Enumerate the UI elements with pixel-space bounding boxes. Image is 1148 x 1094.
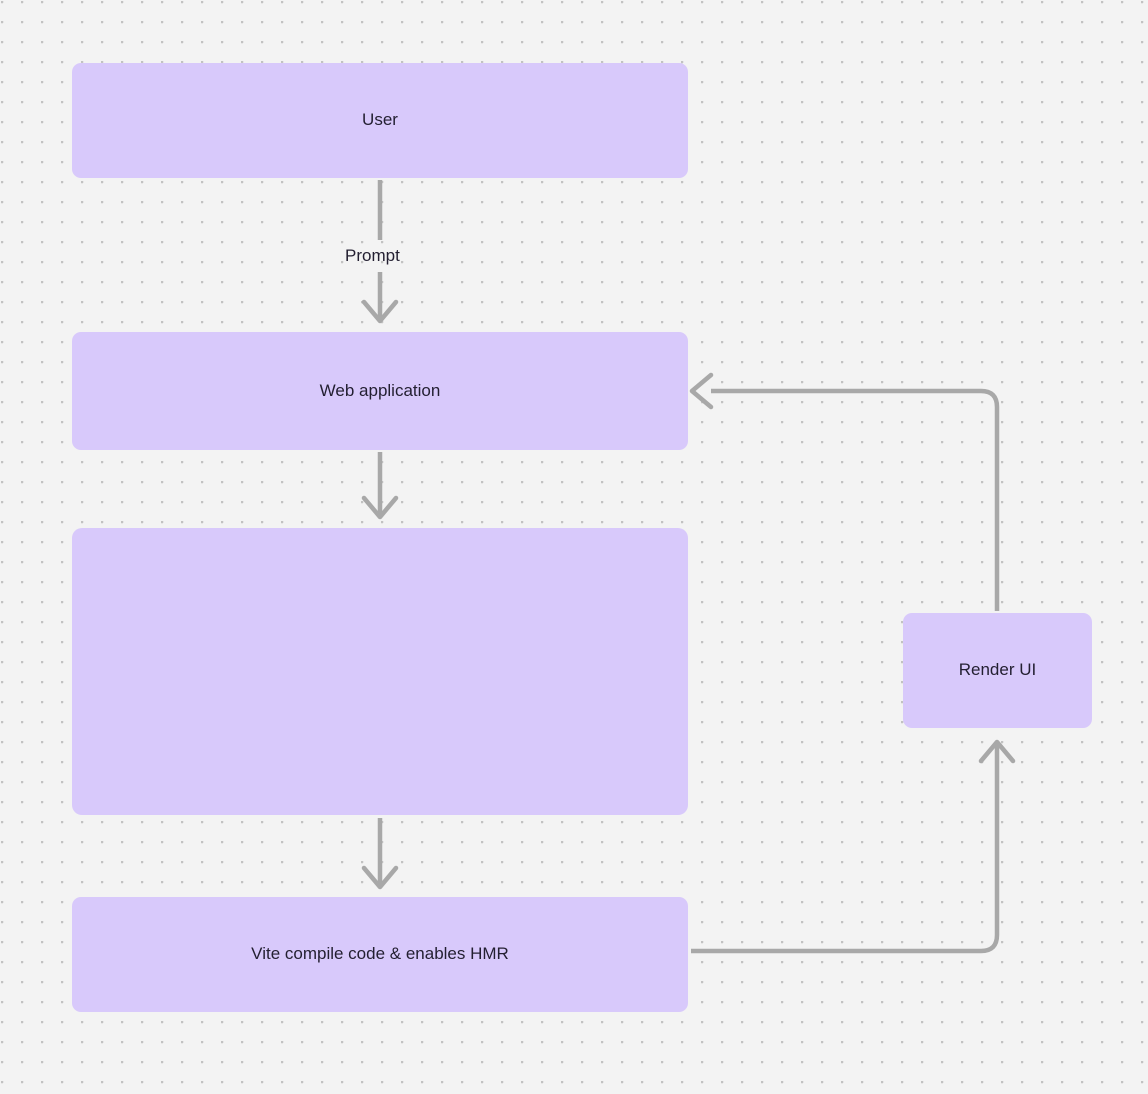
edge-webapp-to-components: [361, 452, 399, 520]
arrowhead-left-icon: [689, 372, 714, 410]
node-vite-compile[interactable]: Vite compile code & enables HMR: [72, 897, 688, 1012]
edge-segment: [691, 745, 1000, 954]
edge-vite-to-render: [691, 739, 1016, 954]
node-render-ui[interactable]: Render UI: [903, 613, 1092, 728]
edge-label-prompt: Prompt: [345, 246, 400, 265]
edge-segment: [711, 388, 1000, 611]
edge-components-to-vite: [361, 818, 399, 890]
arrowhead-down-icon: [361, 865, 399, 890]
arrowhead-down-icon: [361, 299, 399, 324]
node-web-application[interactable]: Web application: [72, 332, 688, 450]
arrowhead-down-icon: [361, 495, 399, 520]
node-components-container[interactable]: HTML = structure CSS = Styles & Layouts …: [72, 528, 688, 815]
node-user[interactable]: User: [72, 63, 688, 178]
arrowhead-up-icon: [978, 739, 1016, 764]
edge-render-to-webapp: [689, 372, 1000, 611]
